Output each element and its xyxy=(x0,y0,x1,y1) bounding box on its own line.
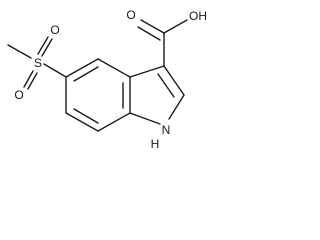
bond-pyrrole-c3-c2 xyxy=(163,65,185,96)
bond-methyl-sulfur xyxy=(7,44,32,59)
bond-sulfur-oxygen-top-2 xyxy=(41,38,53,57)
bond-ring-c4-c3a xyxy=(97,58,131,78)
structure-diagram: S O O O OH H N xyxy=(7,8,207,151)
hydroxyl-label: OH xyxy=(189,9,207,23)
bond-sulfur-ring xyxy=(43,63,67,78)
bond-pyrrole-n-c7a xyxy=(129,112,161,125)
bond-carboxyl-oxygen-2 xyxy=(137,26,161,41)
bond-ring-inner-1 xyxy=(73,66,99,82)
oxygen-bottom-label: O xyxy=(14,88,23,102)
nitrogen-h-label: H xyxy=(151,137,160,151)
bond-pyrrole-c3a-c3 xyxy=(129,65,165,78)
bond-pyrrole-c3-c2-double xyxy=(157,73,175,98)
bond-carboxyl-oxygen-1 xyxy=(140,19,165,34)
bond-sulfur-oxygen-bottom-1 xyxy=(23,70,34,88)
bond-ring-c7-c6 xyxy=(65,112,99,132)
carbonyl-oxygen-label: O xyxy=(126,8,135,22)
bond-ring-inner-3 xyxy=(73,108,99,124)
bond-sulfur-oxygen-bottom-2 xyxy=(27,72,38,90)
sulfur-label: S xyxy=(34,56,42,70)
bond-carboxyl-hydroxyl xyxy=(163,19,188,34)
bond-sulfur-oxygen-top-1 xyxy=(37,36,49,55)
bond-pyrrole-c2-n xyxy=(168,94,185,120)
oxygen-top-label: O xyxy=(50,23,59,37)
bond-ring-c5-c4 xyxy=(65,58,99,78)
nitrogen-label: N xyxy=(162,123,171,137)
bond-ring-c7a-c7 xyxy=(97,112,131,132)
